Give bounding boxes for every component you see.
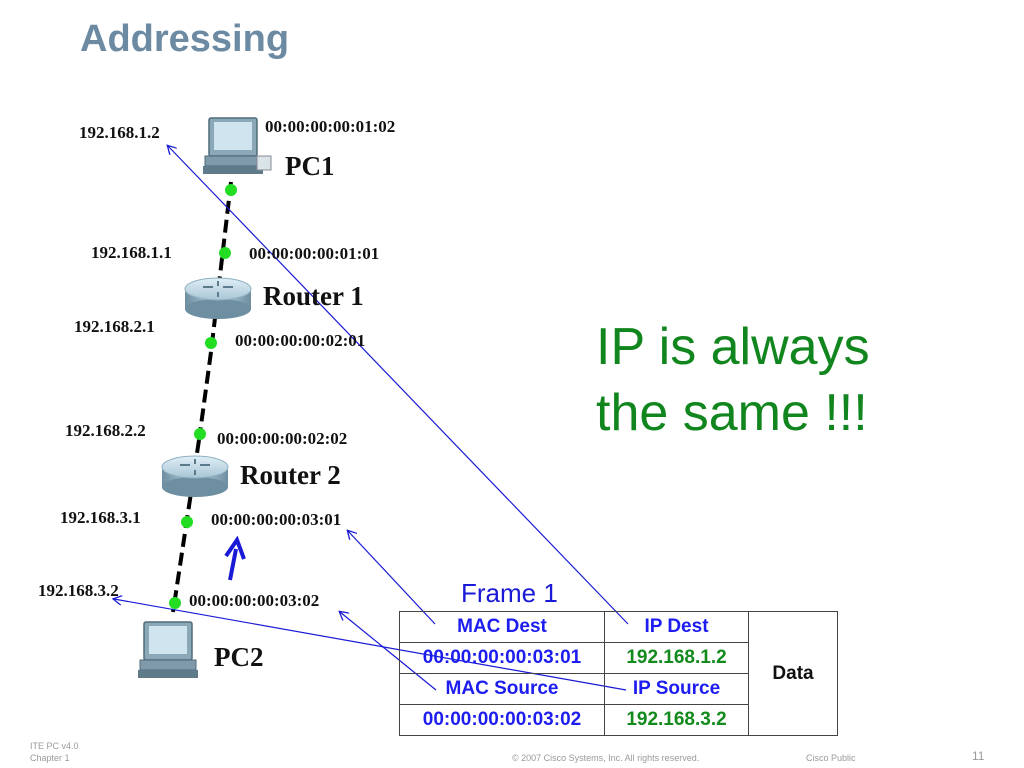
link-pc1-router1	[209, 181, 233, 353]
router1-name: Router 1	[263, 281, 364, 311]
table-row: MAC Dest IP Dest Data	[399, 611, 838, 736]
current-hop-arrow-icon	[224, 535, 246, 581]
router2-bottom-mac-label: 00:00:00:00:03:01	[211, 510, 342, 529]
pc1-desktop-computer-icon	[203, 117, 272, 174]
table-row: 00:00:00:00:03:02 192.168.3.2	[399, 704, 838, 736]
router1-top-ip-label: 192.168.1.1	[91, 243, 172, 262]
ip-source-value: 192.168.3.2	[604, 704, 749, 736]
pc2-name: PC2	[214, 642, 264, 672]
frame-table: MAC Dest IP Dest Data 00:00:00:00:03:01 …	[399, 611, 838, 736]
frame-title: Frame 1	[461, 578, 558, 608]
interface-dot-router2-top	[194, 428, 206, 440]
pc2-ip-label: 192.168.3.2	[38, 581, 119, 600]
router1-top-mac-label: 00:00:00:00:01:01	[249, 244, 380, 263]
router1-bottom-mac-label: 00:00:00:00:02:01	[235, 331, 366, 350]
footer-copyright: © 2007 Cisco Systems, Inc. All rights re…	[512, 753, 700, 763]
router2-bottom-ip-label: 192.168.3.1	[60, 508, 141, 527]
interface-dot-router1-bottom	[205, 337, 217, 349]
router2-name: Router 2	[240, 460, 341, 490]
ip-constant-note: IP is always the same !!!	[596, 318, 870, 442]
router2-top-mac-label: 00:00:00:00:02:02	[217, 429, 348, 448]
pointer-ip-dest	[168, 146, 629, 625]
mac-source-header: MAC Source	[399, 673, 605, 705]
pointer-mac-dest	[348, 531, 436, 625]
slide-title: Addressing	[80, 18, 290, 60]
router2-top-ip-label: 192.168.2.2	[65, 421, 146, 440]
interface-dot-pc1	[225, 184, 237, 196]
ip-dest-header: IP Dest	[604, 611, 749, 643]
footer-classification: Cisco Public	[806, 753, 856, 763]
interface-dot-pc2	[169, 597, 181, 609]
network-links	[171, 181, 233, 613]
router1-bottom-ip-label: 192.168.2.1	[74, 317, 155, 336]
mac-source-value: 00:00:00:00:03:02	[399, 704, 605, 736]
router2-router-icon	[161, 455, 229, 497]
footer-chapter: Chapter 1	[30, 753, 70, 763]
interface-dots	[169, 184, 237, 609]
router1-router-icon	[184, 277, 252, 319]
table-row: 00:00:00:00:03:01 192.168.1.2	[399, 642, 838, 674]
page-number: 11	[972, 749, 985, 763]
ip-source-header: IP Source	[604, 673, 749, 705]
pc2-mac-label: 00:00:00:00:03:02	[189, 591, 320, 610]
mac-dest-value: 00:00:00:00:03:01	[399, 642, 605, 674]
footer-course: ITE PC v4.0	[30, 741, 79, 751]
pc1-ip-label: 192.168.1.2	[79, 123, 160, 142]
pc2-desktop-computer-icon	[138, 621, 198, 678]
data-cell: Data	[748, 611, 838, 736]
interface-dot-router1-top	[219, 247, 231, 259]
mac-dest-header: MAC Dest	[399, 611, 605, 643]
interface-dot-router2-bottom	[181, 516, 193, 528]
pc1-mac-label: 00:00:00:00:01:02	[265, 117, 396, 136]
ip-dest-value: 192.168.1.2	[604, 642, 749, 674]
link-router1-router2	[197, 351, 213, 441]
pc1-name: PC1	[285, 151, 335, 181]
